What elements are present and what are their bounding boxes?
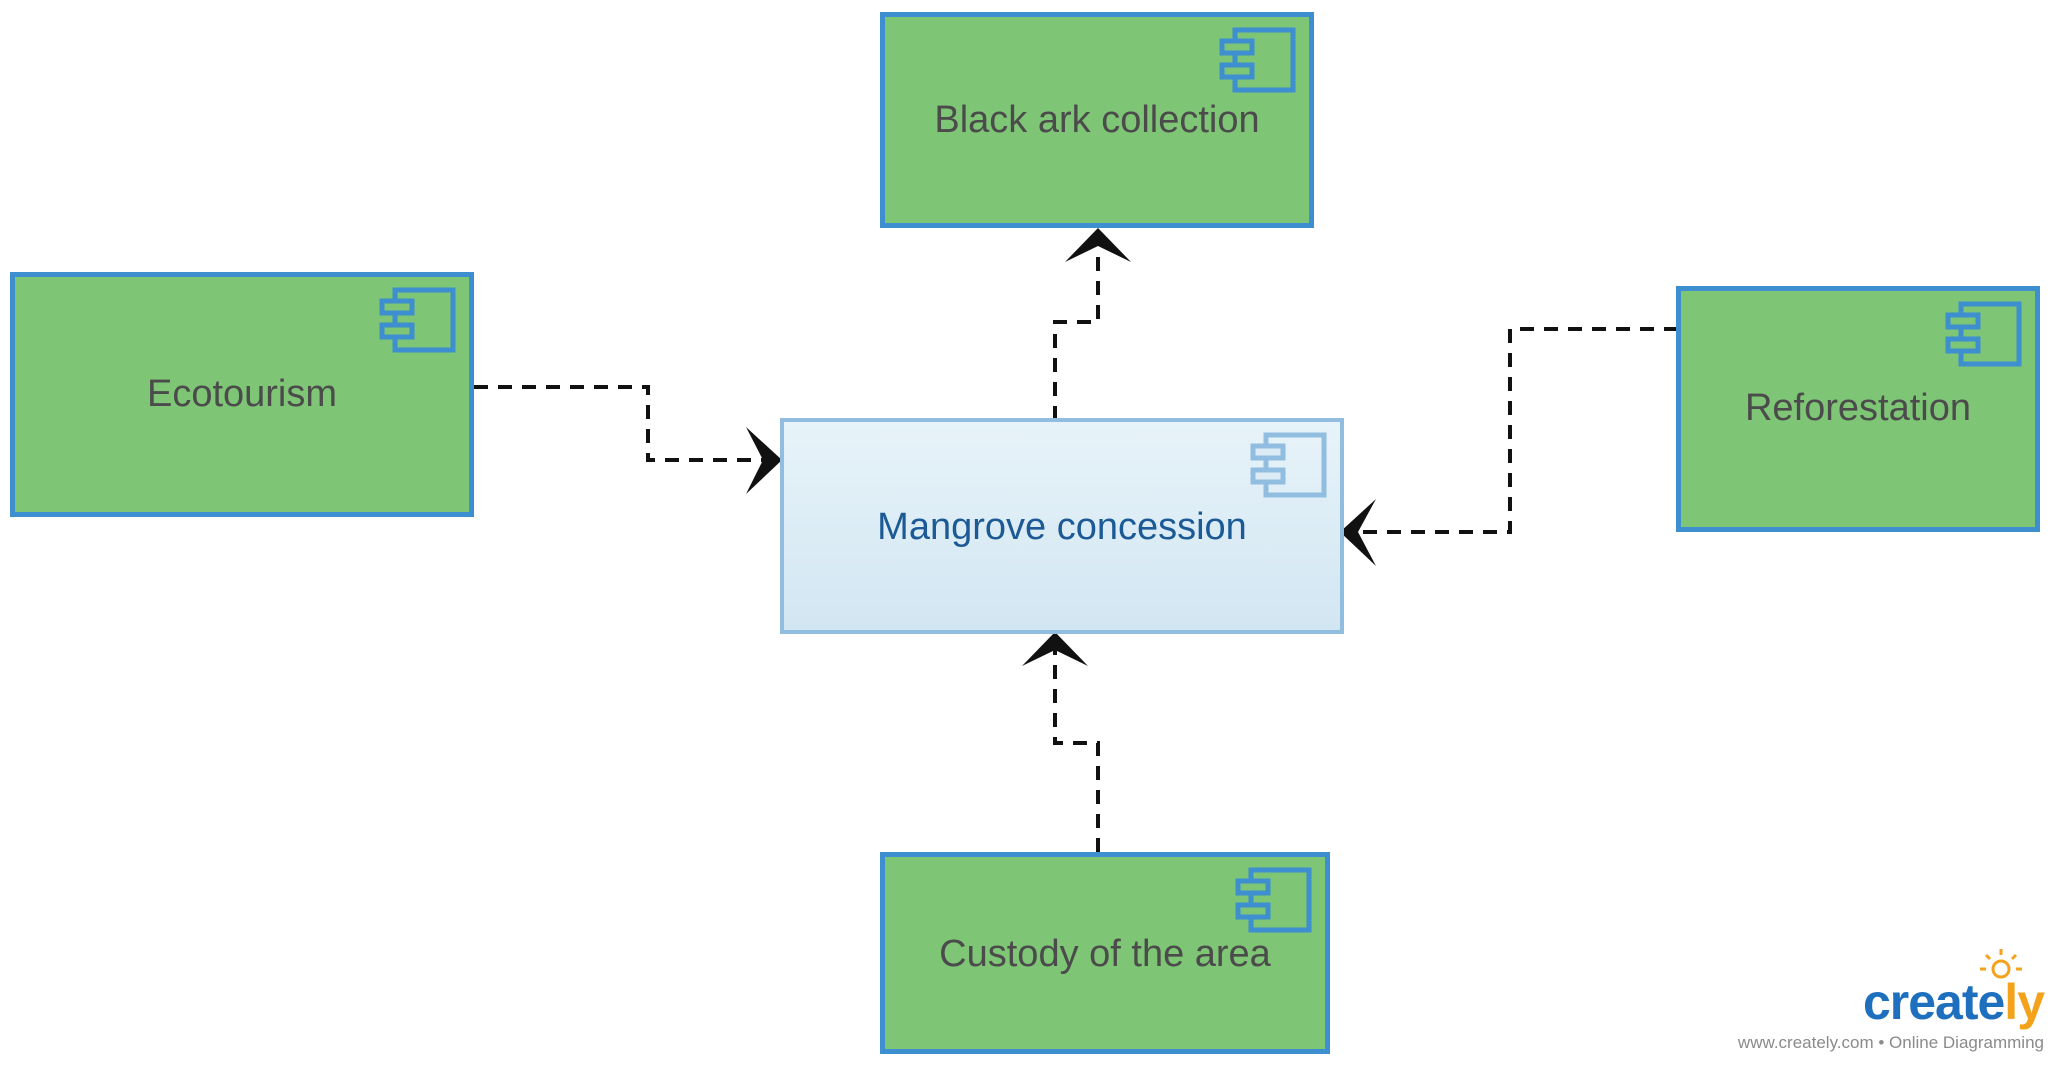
brand-wordmark: creately <box>1738 974 2045 1030</box>
node-label: Reforestation <box>1744 387 1971 429</box>
brand-tagline: www.creately.com • Online Diagramming <box>1737 1033 2044 1052</box>
component-icon <box>1235 867 1312 933</box>
node-reforestation[interactable]: Reforestation <box>1676 286 2040 532</box>
node-label: Mangrove concession <box>877 506 1247 548</box>
component-icon <box>1219 27 1296 93</box>
arrowhead-right <box>1340 499 1376 566</box>
lightbulb-icon <box>1980 949 2022 979</box>
brand-prefix: create <box>1862 974 2005 1030</box>
node-label: Ecotourism <box>146 373 338 415</box>
connector-center-to-top <box>1053 248 1100 420</box>
connector-left-to-center <box>474 385 770 462</box>
arrowhead-left <box>746 427 782 494</box>
node-ecotourism[interactable]: Ecotourism <box>10 272 474 517</box>
arrowhead-top <box>1065 228 1131 262</box>
connector-right-to-center <box>1350 327 1678 534</box>
component-icon <box>1250 432 1327 498</box>
node-custody-of-the-area[interactable]: Custody of the area <box>880 852 1330 1054</box>
component-icon <box>379 287 456 353</box>
component-icon <box>1945 301 2022 367</box>
creately-watermark: creately www.creately.com • Online Diagr… <box>1737 949 2045 1053</box>
node-black-ark-collection[interactable]: Black ark collection <box>880 12 1314 228</box>
connector-bottom-to-center <box>1053 648 1100 852</box>
arrowhead-bottom <box>1022 632 1088 666</box>
node-label: Custody of the area <box>939 933 1271 975</box>
brand-suffix: ly <box>2004 974 2045 1030</box>
node-label: Black ark collection <box>934 99 1260 141</box>
node-mangrove-concession[interactable]: Mangrove concession <box>780 418 1344 634</box>
